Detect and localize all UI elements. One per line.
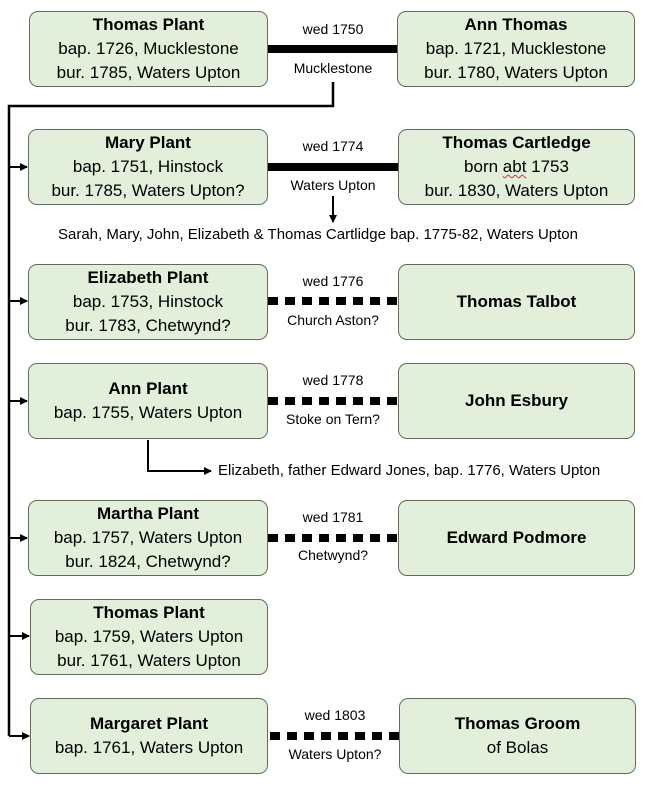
person-name: Mary Plant (105, 133, 191, 152)
spellcheck-word: abt (502, 157, 527, 176)
person-name: Edward Podmore (446, 528, 587, 547)
marriage-place-1774: Waters Upton (290, 177, 376, 193)
person-detail: bap. 1721, Mucklestone (425, 39, 607, 58)
marriage-place-1781: Chetwynd? (297, 547, 369, 563)
marriage-place-1750: Mucklestone (293, 60, 373, 76)
person-detail: bap. 1757, Waters Upton (53, 528, 243, 547)
person-detail: bur. 1830, Waters Upton (424, 181, 609, 200)
ann-child-line (147, 440, 205, 472)
person-detail: bur. 1761, Waters Upton (57, 651, 241, 670)
person-name: John Esbury (465, 391, 568, 410)
ann-child-note: Elizabeth, father Edward Jones, bap. 177… (218, 462, 601, 479)
person-name: Ann Thomas (464, 15, 568, 34)
person-name: Elizabeth Plant (87, 268, 209, 287)
person-detail: bur. 1824, Chetwynd? (65, 552, 231, 571)
person-box-ann-thomas: Ann Thomas bap. 1721, Mucklestone bur. 1… (397, 11, 635, 87)
person-detail: bur. 1785, Waters Upton (56, 63, 241, 82)
person-box-thomas-groom: Thomas Groom of Bolas (399, 698, 636, 774)
person-detail: bur. 1785, Waters Upton? (51, 181, 245, 200)
person-detail: bap. 1755, Waters Upton (53, 403, 243, 422)
person-name: Thomas Groom (454, 714, 581, 733)
born-year: 1753 (526, 157, 569, 176)
descent-line (7, 82, 335, 736)
person-box-thomas-plant-sr: Thomas Plant bap. 1726, Mucklestone bur.… (29, 11, 268, 87)
person-box-ann-plant: Ann Plant bap. 1755, Waters Upton (28, 363, 268, 439)
marriage-place-1778: Stoke on Tern? (286, 411, 380, 427)
marriage-year-1750: wed 1750 (302, 21, 364, 37)
person-name: Ann Plant (108, 379, 188, 398)
person-detail: bap. 1726, Mucklestone (58, 39, 239, 58)
person-detail: bap. 1759, Waters Upton (54, 627, 244, 646)
marriage-place-1776: Church Aston? (287, 312, 379, 328)
marriage-place-1803: Waters Upton? (288, 746, 382, 762)
person-name: Thomas Plant (93, 603, 205, 622)
cartledge-children-note: Sarah, Mary, John, Elizabeth & Thomas Ca… (58, 226, 578, 243)
person-name: Margaret Plant (89, 714, 209, 733)
marriage-year-1774: wed 1774 (302, 138, 364, 154)
person-detail: born abt 1753 (464, 155, 569, 179)
person-detail: bap. 1751, Hinstock (72, 157, 224, 176)
person-box-thomas-plant-jr: Thomas Plant bap. 1759, Waters Upton bur… (30, 599, 268, 675)
person-box-thomas-talbot: Thomas Talbot (398, 264, 635, 340)
person-detail: bap. 1761, Waters Upton (54, 738, 244, 757)
person-name: Thomas Plant (92, 15, 205, 34)
person-detail: bur. 1783, Chetwynd? (65, 316, 231, 335)
person-box-john-esbury: John Esbury (398, 363, 635, 439)
person-box-mary-plant: Mary Plant bap. 1751, Hinstock bur. 1785… (28, 129, 268, 205)
marriage-year-1778: wed 1778 (302, 372, 364, 388)
person-box-margaret-plant: Margaret Plant bap. 1761, Waters Upton (30, 698, 268, 774)
person-name: Martha Plant (96, 504, 200, 523)
person-box-martha-plant: Martha Plant bap. 1757, Waters Upton bur… (28, 500, 268, 576)
person-box-thomas-cartledge: Thomas Cartledge born abt 1753 bur. 1830… (398, 129, 635, 205)
person-name: Thomas Cartledge (442, 133, 591, 152)
marriage-year-1803: wed 1803 (304, 707, 366, 723)
person-box-edward-podmore: Edward Podmore (398, 500, 635, 576)
person-name: Thomas Talbot (456, 292, 577, 311)
person-detail: bur. 1780, Waters Upton (424, 63, 608, 82)
person-detail: of Bolas (486, 738, 549, 757)
person-detail: bap. 1753, Hinstock (72, 292, 224, 311)
marriage-year-1776: wed 1776 (302, 273, 364, 289)
born-prefix: born (464, 157, 503, 176)
person-box-elizabeth-plant: Elizabeth Plant bap. 1753, Hinstock bur.… (28, 264, 268, 340)
marriage-year-1781: wed 1781 (302, 509, 364, 525)
